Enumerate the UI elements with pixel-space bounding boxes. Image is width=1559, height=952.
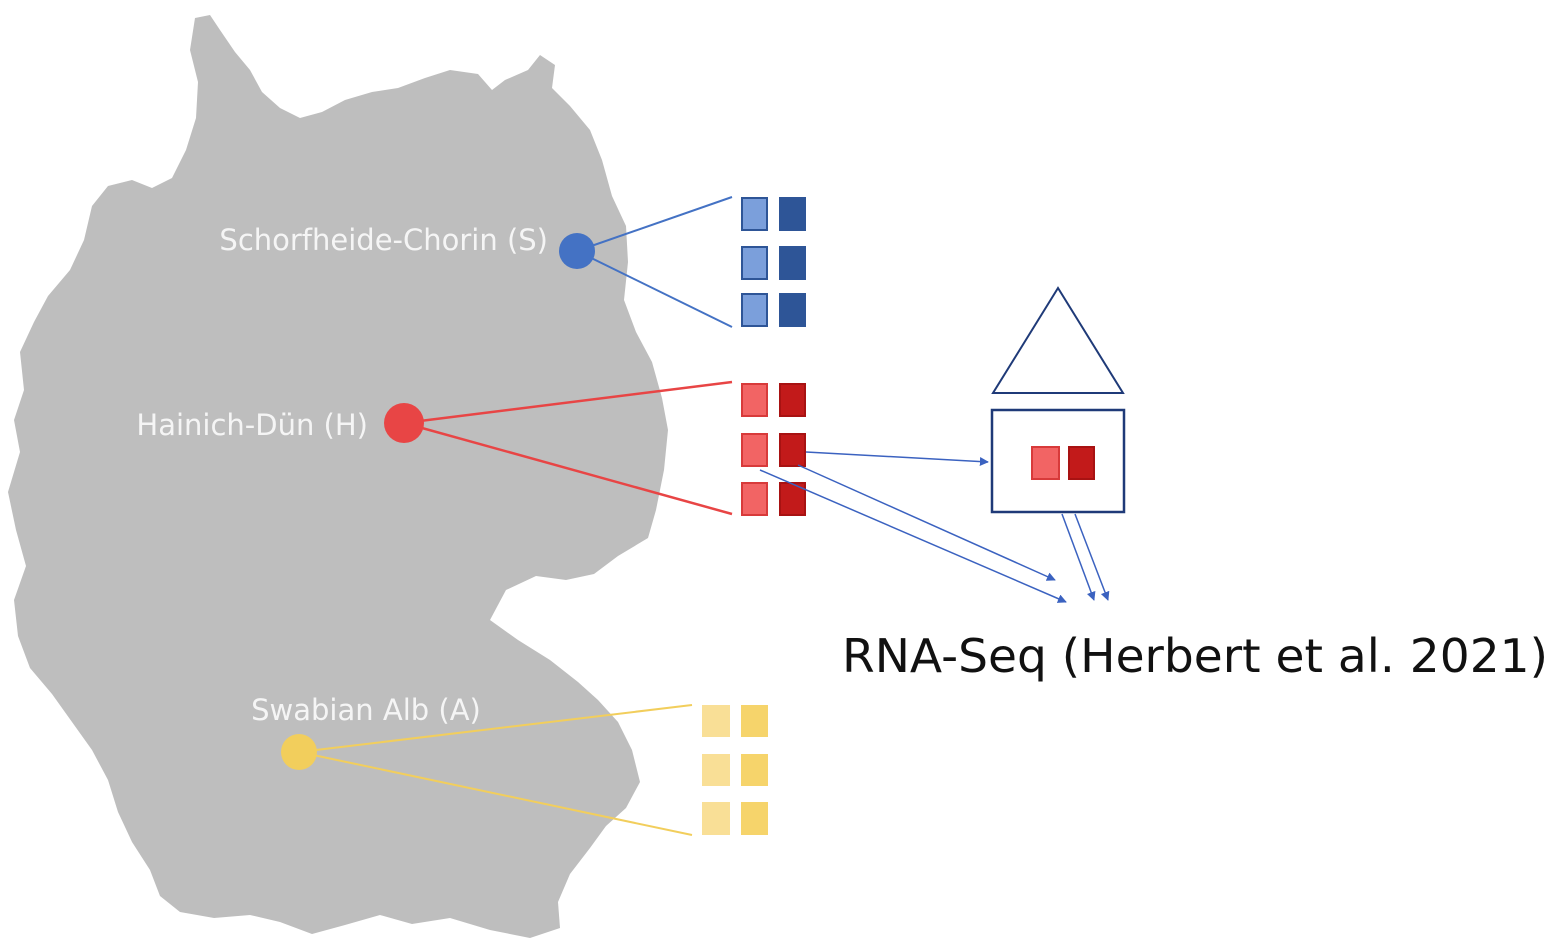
sample-square bbox=[741, 433, 768, 467]
sample-square bbox=[741, 197, 768, 231]
flow-arrows bbox=[759, 451, 1110, 603]
sample-square bbox=[779, 433, 806, 467]
swabian-samples bbox=[702, 705, 768, 835]
site-label-schorfheide: Schorfheide-Chorin (S) bbox=[219, 223, 548, 257]
arrow-to-rnaseq bbox=[1074, 513, 1110, 601]
sample-square bbox=[741, 293, 768, 327]
germany-map bbox=[8, 15, 668, 938]
pooled-sample-square bbox=[1068, 446, 1095, 480]
sample-square bbox=[741, 383, 768, 417]
sample-square bbox=[741, 754, 768, 786]
site-label-swabian: Swabian Alb (A) bbox=[251, 693, 481, 727]
arrow-to-box bbox=[805, 451, 989, 467]
arrow-to-rnaseq bbox=[797, 464, 1056, 581]
hainich-connectors bbox=[403, 380, 733, 516]
sample-square bbox=[702, 802, 730, 835]
sample-square bbox=[741, 705, 768, 737]
rna-seq-caption: RNA-Seq (Herbert et al. 2021) bbox=[842, 629, 1548, 683]
sample-square bbox=[779, 293, 806, 327]
swabian-site-marker bbox=[281, 734, 317, 770]
swabian-connectors bbox=[298, 704, 693, 836]
container-triangle bbox=[991, 286, 1125, 394]
site-label-hainich: Hainich-Dün (H) bbox=[136, 408, 368, 442]
sample-square bbox=[702, 754, 730, 786]
arrow-to-rnaseq bbox=[759, 469, 1067, 603]
sample-square bbox=[741, 482, 768, 516]
schorfheide-samples bbox=[741, 197, 806, 327]
sample-square bbox=[779, 197, 806, 231]
container-box bbox=[990, 408, 1126, 514]
hainich-samples bbox=[741, 383, 806, 516]
schorfheide-connectors bbox=[576, 196, 733, 328]
sample-square bbox=[741, 246, 768, 280]
sample-square bbox=[779, 383, 806, 417]
sample-square bbox=[779, 246, 806, 280]
sample-square bbox=[741, 802, 768, 835]
hainich-site-marker bbox=[384, 403, 424, 443]
arrow-to-rnaseq bbox=[1061, 513, 1096, 601]
pooled-sample-square bbox=[1031, 446, 1060, 480]
sample-square bbox=[702, 705, 730, 737]
schorfheide-site-marker bbox=[559, 233, 595, 269]
